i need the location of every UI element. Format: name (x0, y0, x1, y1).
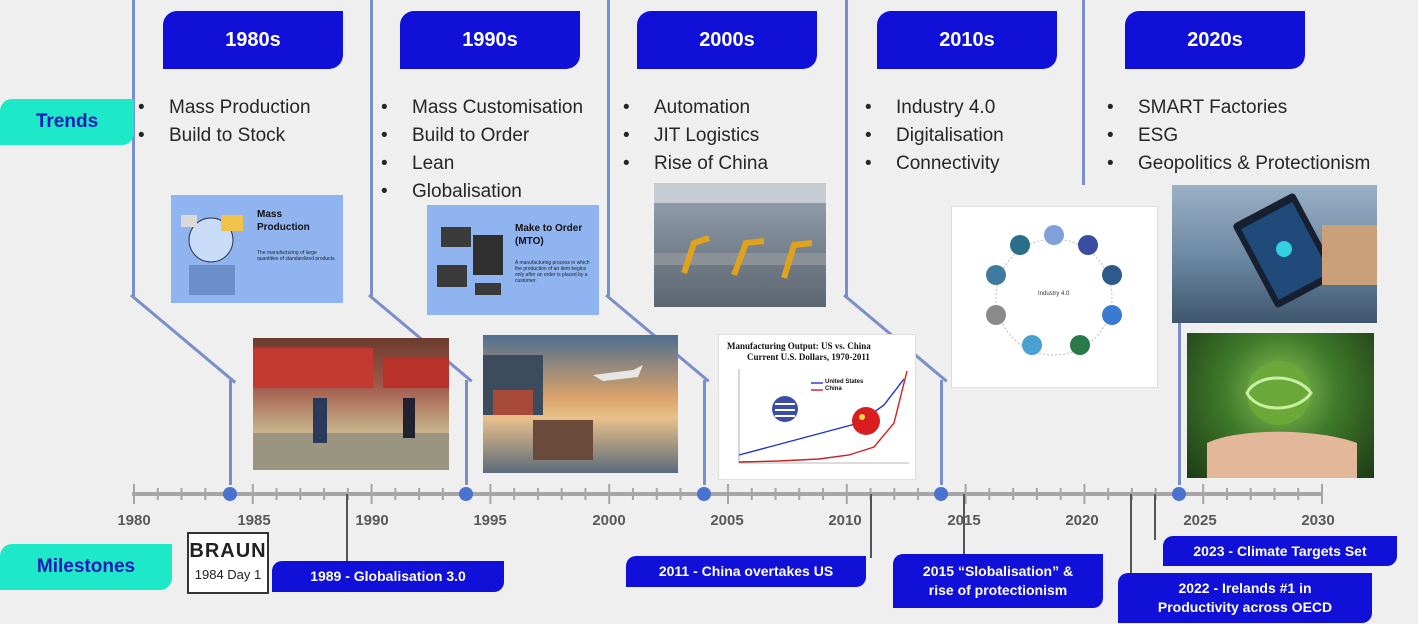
braun-logo: BRAUN (189, 540, 267, 562)
milestone-2015-line1: 2015 “Slobalisation” & (922, 563, 1074, 579)
milestone-line-1989 (346, 494, 348, 562)
industry40-center-label: Industry 4.0 (1038, 291, 1070, 297)
robot-arms-illustration (654, 183, 826, 279)
year-label: 2005 (710, 512, 744, 529)
mass-production-title2: Production (257, 222, 310, 233)
milestone-line-2022 (1130, 494, 1132, 574)
make-to-order-image: Make to Order (MTO) A manufacturing proc… (427, 205, 599, 315)
mto-desc: A manufacturing process in which the pro… (515, 260, 590, 284)
connector-2010s (845, 0, 848, 296)
year-label: 2025 (1183, 512, 1217, 529)
braun-caption: 1984 Day 1 (194, 567, 262, 582)
milestone-2011: 2011 - China overtakes US (626, 556, 866, 587)
trend-item: Lean (377, 150, 583, 178)
trend-item: ESG (1103, 122, 1370, 150)
connector-1980s-diag (130, 294, 237, 384)
trend-item: Build to Stock (134, 122, 311, 150)
tablet-illustration (1233, 193, 1377, 308)
output-lines-chart (738, 369, 909, 464)
decade-header-1990s: 1990s (400, 11, 580, 69)
connector-2020s-drop (1178, 300, 1181, 485)
milestone-2015: 2015 “Slobalisation” & rise of protectio… (893, 554, 1103, 608)
trend-list-2020s: SMART Factories ESG Geopolitics & Protec… (1103, 94, 1370, 178)
milestones-label: Milestones (0, 544, 172, 590)
worker-illustration (181, 215, 243, 295)
axis-dot-2004 (697, 487, 711, 501)
connector-2010s-drop (940, 380, 943, 485)
connector-2000s-drop (703, 380, 706, 485)
trend-item: JIT Logistics (619, 122, 768, 150)
trend-item: Connectivity (861, 150, 1004, 178)
connector-1990s (370, 0, 373, 296)
decade-header-2000s: 2000s (637, 11, 817, 69)
year-label: 2010 (828, 512, 862, 529)
milestone-line-2015 (963, 494, 965, 556)
trend-list-2010s: Industry 4.0 Digitalisation Connectivity (861, 94, 1004, 178)
cargo-illustration (483, 355, 643, 460)
decade-header-1980s: 1980s (163, 11, 343, 69)
mto-title: Make to Order (515, 223, 583, 234)
trend-item: Industry 4.0 (861, 94, 1004, 122)
chart-title: Manufacturing Output: US vs. China (727, 341, 871, 351)
mass-production-image: Mass Production The manufacturing of lar… (171, 195, 343, 303)
trend-list-2000s: Automation JIT Logistics Rise of China (619, 94, 768, 178)
axis-dot-2024 (1172, 487, 1186, 501)
year-label: 2030 (1301, 512, 1335, 529)
mto-title2: (MTO) (515, 236, 544, 247)
trend-list-1980s: Mass Production Build to Stock (134, 94, 311, 150)
assembly-line-illustration (253, 348, 449, 470)
legend-us: United States (825, 379, 864, 385)
trend-item: Automation (619, 94, 768, 122)
globe-illustration (1207, 361, 1357, 478)
legend-china: China (825, 386, 842, 392)
axis-dot-1984 (223, 487, 237, 501)
decade-header-2010s: 2010s (877, 11, 1057, 69)
year-label: 1990 (355, 512, 389, 529)
connector-1990s-drop (465, 380, 468, 485)
trend-item: Build to Order (377, 122, 583, 150)
timeline-axis (132, 484, 1323, 504)
axis-dot-1994 (459, 487, 473, 501)
braun-logo-box: BRAUN 1984 Day 1 (187, 532, 269, 594)
milestone-2023: 2023 - Climate Targets Set (1163, 536, 1397, 566)
year-label: 1995 (473, 512, 507, 529)
industry40-diagram (986, 225, 1122, 356)
shipping-image (483, 335, 678, 473)
connector-2020s (1082, 0, 1085, 185)
milestone-2022-line1: 2022 - Irelands #1 in (1178, 580, 1312, 596)
car-factory-image (253, 338, 449, 470)
trend-item: SMART Factories (1103, 94, 1370, 122)
mass-production-title: Mass (257, 209, 283, 220)
us-china-chart-image: Manufacturing Output: US vs. China Curre… (718, 334, 916, 480)
milestone-2022-line2: Productivity across OECD (1157, 599, 1333, 615)
axis-dot-2014 (934, 487, 948, 501)
trend-item: Rise of China (619, 150, 768, 178)
milestone-2015-line2: rise of protectionism (928, 582, 1068, 598)
year-label: 1985 (237, 512, 271, 529)
milestone-line-2023 (1154, 494, 1156, 540)
automation-robots-image (654, 183, 826, 307)
trends-label: Trends (0, 99, 134, 145)
milestone-1989: 1989 - Globalisation 3.0 (272, 561, 504, 592)
mass-production-desc: The manufacturing of large quantities of… (257, 250, 336, 262)
year-label: 2020 (1065, 512, 1099, 529)
connector-2000s (607, 0, 610, 296)
trend-item: Mass Production (134, 94, 311, 122)
milestone-2022: 2022 - Irelands #1 in Productivity acros… (1118, 573, 1372, 623)
trend-item: Mass Customisation (377, 94, 583, 122)
climate-globe-image (1187, 333, 1374, 478)
trend-item: Geopolitics & Protectionism (1103, 150, 1370, 178)
trend-item: Globalisation (377, 178, 583, 206)
industry40-image: Industry 4.0 (951, 206, 1158, 388)
year-label: 1980 (117, 512, 151, 529)
year-label: 2000 (592, 512, 626, 529)
chart-subtitle: Current U.S. Dollars, 1970-2011 (747, 352, 870, 362)
trend-list-1990s: Mass Customisation Build to Order Lean G… (377, 94, 583, 206)
connector-1980s-drop (229, 380, 232, 485)
mto-illustration (437, 227, 503, 295)
trend-item: Digitalisation (861, 122, 1004, 150)
milestone-line-2011 (870, 494, 872, 558)
decade-header-2020s: 2020s (1125, 11, 1305, 69)
smart-factory-image (1172, 185, 1377, 323)
